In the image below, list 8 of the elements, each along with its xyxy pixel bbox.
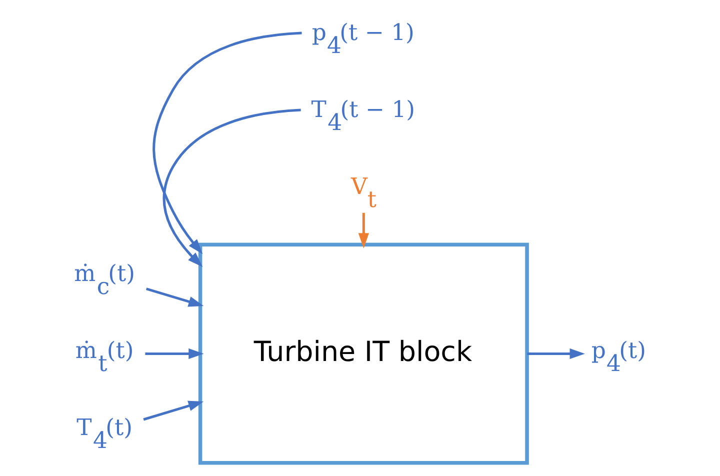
node-box: Turbine IT block [198, 242, 528, 465]
arrow [142, 400, 204, 421]
arrow [526, 348, 584, 360]
arrow [162, 108, 300, 267]
arrow [144, 348, 204, 360]
arrow [145, 288, 204, 307]
arrow [152, 32, 302, 254]
arrow [358, 212, 368, 248]
